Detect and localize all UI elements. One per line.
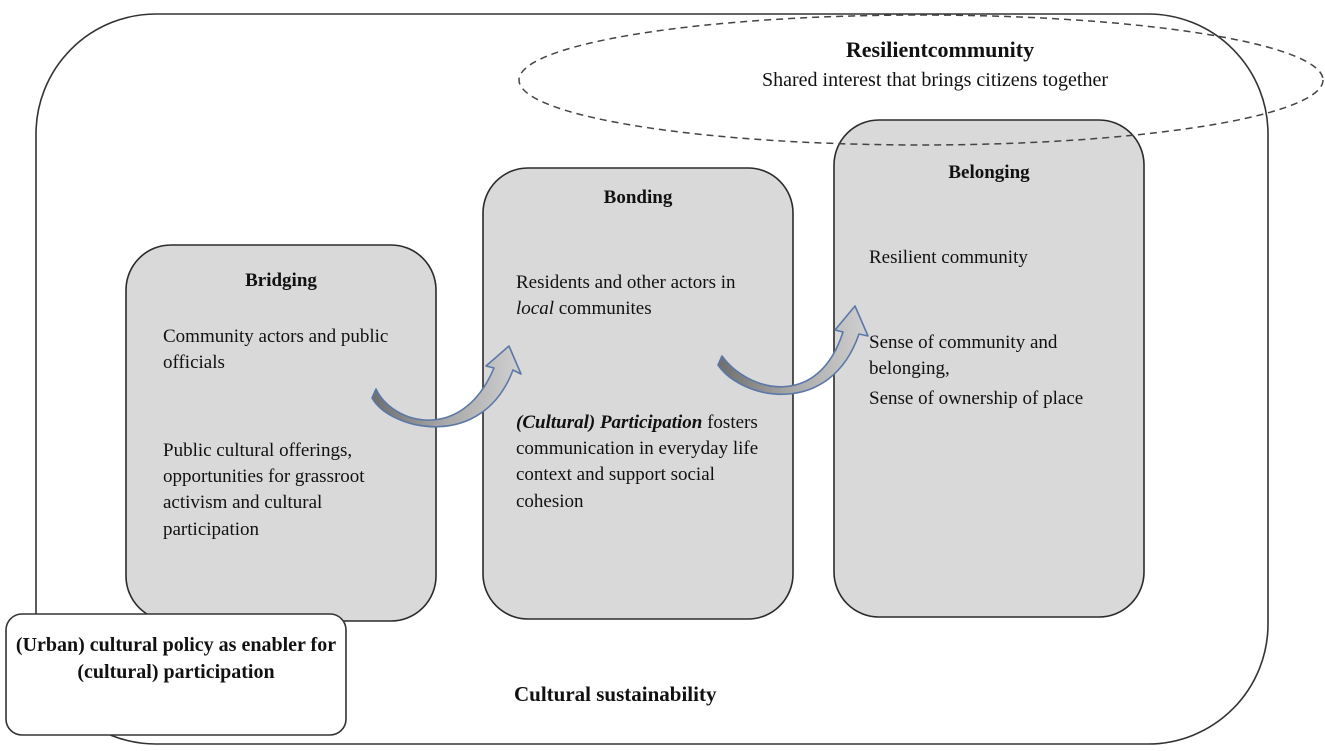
curved-arrow-bridging-to-bonding bbox=[371, 345, 522, 428]
belonging-title: Belonging bbox=[948, 162, 1030, 183]
resilient-community-ellipse bbox=[518, 14, 1324, 146]
cultural-sustainability-label: Cultural sustainability bbox=[514, 682, 717, 706]
bonding-title: Bonding bbox=[603, 187, 673, 208]
bonding-text-1-part1: Residents and other actors in bbox=[516, 272, 736, 293]
curved-arrow-bonding-to-belonging bbox=[717, 305, 869, 396]
resilient-community-title: Resilientcommunity bbox=[845, 37, 1035, 62]
bridging-text-1: Community actors and public officials bbox=[163, 326, 389, 374]
policy-box-text: (Urban) cultural policy as enabler for (… bbox=[15, 634, 337, 683]
bridging-text-2: Public cultural offerings, opportunities… bbox=[163, 440, 365, 540]
bonding-text-2-rest: fosters communication in everyday life c… bbox=[516, 412, 759, 512]
policy-box bbox=[5, 613, 347, 736]
belonging-text-1: Resilient community bbox=[869, 247, 1028, 268]
bonding-text-2-emphasis: (Cultural) Participation bbox=[516, 412, 703, 433]
bonding-text-1-italic: local bbox=[516, 298, 554, 320]
bonding-text-2: (Cultural) Participation fosters communi… bbox=[516, 410, 778, 515]
resilient-community-subtitle: Shared interest that brings citizens tog… bbox=[761, 69, 1108, 91]
bridging-box bbox=[125, 244, 437, 622]
bonding-text-1-part2: communites bbox=[554, 298, 652, 320]
belonging-text-3: Sense of ownership of place bbox=[869, 388, 1084, 409]
bonding-box bbox=[482, 167, 794, 620]
bridging-title: Bridging bbox=[245, 270, 317, 291]
cultural-sustainability-frame bbox=[35, 13, 1269, 745]
belonging-text-2: Sense of community and belonging, bbox=[869, 332, 1058, 380]
bonding-text-1: Residents and other actors in local comm… bbox=[516, 270, 778, 322]
